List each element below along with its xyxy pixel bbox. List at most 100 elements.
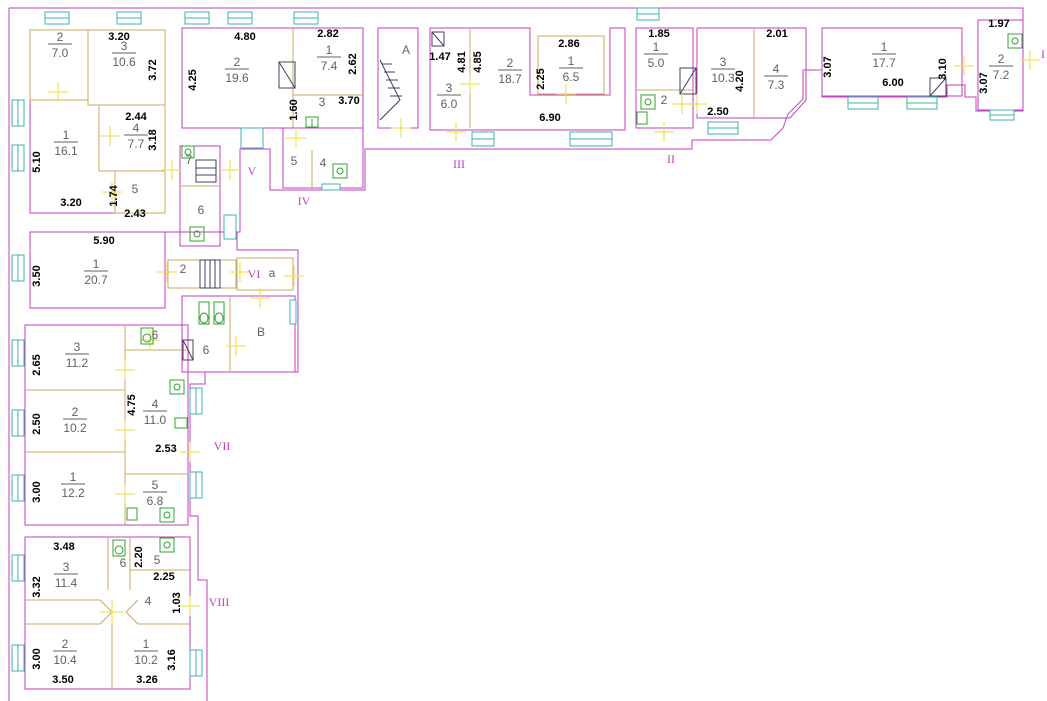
door [48, 82, 68, 102]
dimension-label: 3.00 [31, 481, 43, 502]
room-label: 47.7 [124, 121, 148, 151]
dimension-label: 3.26 [136, 674, 157, 686]
door [391, 118, 411, 138]
room-number: 4 [133, 121, 140, 135]
section-label: II [667, 152, 675, 166]
dimension-label: 6.90 [539, 112, 560, 124]
room-label: 5 [154, 553, 161, 567]
window [189, 649, 203, 677]
section-label: V [248, 164, 257, 178]
room-label: 210.2 [63, 405, 87, 435]
dimension-label: 3.32 [31, 576, 43, 597]
room-number: 1 [93, 257, 100, 271]
room-label: 110.2 [134, 637, 158, 667]
room-label: 27.2 [989, 52, 1013, 82]
room-number: 4 [773, 62, 780, 76]
dimension-label: 4.75 [126, 394, 138, 415]
dimension-label: 4.81 [456, 51, 468, 72]
dimension-label: 2.25 [153, 571, 174, 583]
window [240, 127, 264, 149]
room-number: 1 [70, 470, 77, 484]
shower-icon [636, 111, 648, 125]
toilet-icon [198, 301, 210, 325]
shower-icon [126, 507, 138, 521]
window [189, 387, 203, 415]
section-label: IV [298, 194, 311, 208]
stairs [182, 31, 947, 361]
section-label: III [453, 157, 465, 171]
toilet-icon [213, 301, 225, 325]
room-label: 6 [120, 556, 127, 570]
room-label: 2 [180, 262, 187, 276]
room-area: 7.3 [768, 78, 785, 92]
room-number: 2 [507, 56, 514, 70]
dimension-label: 3.72 [147, 59, 159, 80]
window [707, 121, 739, 135]
dimension-label: 2.50 [707, 106, 728, 118]
room-number: 1 [881, 40, 888, 54]
window [11, 144, 25, 172]
rooms-walls [24, 19, 1024, 690]
dimension-label: 2.82 [317, 28, 338, 40]
window [906, 96, 938, 110]
shower-icon [174, 417, 188, 429]
door [1020, 50, 1040, 70]
room-label: 310.3 [711, 55, 735, 85]
room-number: 1 [653, 40, 660, 54]
dimension-label: 3.20 [60, 197, 81, 209]
room-number: 3 [446, 81, 453, 95]
room-label: 17.4 [317, 43, 341, 73]
room-label: 310.6 [112, 39, 136, 69]
dimension-label: 3.07 [978, 72, 990, 93]
toilet-icon [181, 145, 195, 159]
sink-icon [189, 226, 205, 242]
window [11, 99, 25, 127]
room-area: 6.5 [563, 70, 580, 84]
room-area: 11.4 [55, 576, 78, 590]
room-number: 2 [661, 93, 668, 107]
room-number: 3 [121, 39, 128, 53]
room-number: 3 [74, 340, 81, 354]
door [162, 160, 182, 180]
room-number: 2 [998, 52, 1005, 66]
window [293, 11, 319, 25]
window [184, 11, 210, 25]
room-label: 5 [291, 154, 298, 168]
room-area: 12.2 [61, 486, 85, 500]
room-number: a [269, 266, 276, 280]
dimension-label: 3.50 [52, 674, 73, 686]
room-area: 5.0 [648, 56, 665, 70]
window [11, 339, 25, 367]
room-area: 10.2 [63, 421, 87, 435]
window [11, 644, 25, 672]
room-label: 6 [203, 343, 210, 357]
room-label: 27.0 [48, 30, 72, 60]
room-label: 4 [145, 594, 152, 608]
dimension-label: 2.01 [766, 28, 787, 40]
dimension-label: 2.65 [31, 354, 43, 375]
dimension-label: 3.16 [166, 649, 178, 670]
door [230, 262, 250, 282]
room-label: 219.6 [225, 55, 249, 85]
dimension-label: 3.50 [31, 265, 43, 286]
room-number: 2 [62, 637, 69, 651]
room-number: 6 [198, 203, 205, 217]
room-label: B [257, 325, 265, 339]
door [460, 74, 480, 94]
door [115, 360, 135, 380]
sink-icon [332, 163, 348, 179]
room-number: 3 [319, 95, 326, 109]
room-label: 411.0 [143, 397, 167, 427]
room-label: a [269, 266, 276, 280]
window [227, 11, 253, 25]
door [115, 420, 135, 440]
room-label: 3 [319, 95, 326, 109]
dimension-label: 3.10 [937, 58, 949, 79]
dimension-label: 1.03 [171, 592, 183, 613]
window [11, 254, 25, 282]
room-number: 2 [234, 55, 241, 69]
section-label: VII [214, 439, 231, 453]
room-area: 10.4 [53, 653, 77, 667]
